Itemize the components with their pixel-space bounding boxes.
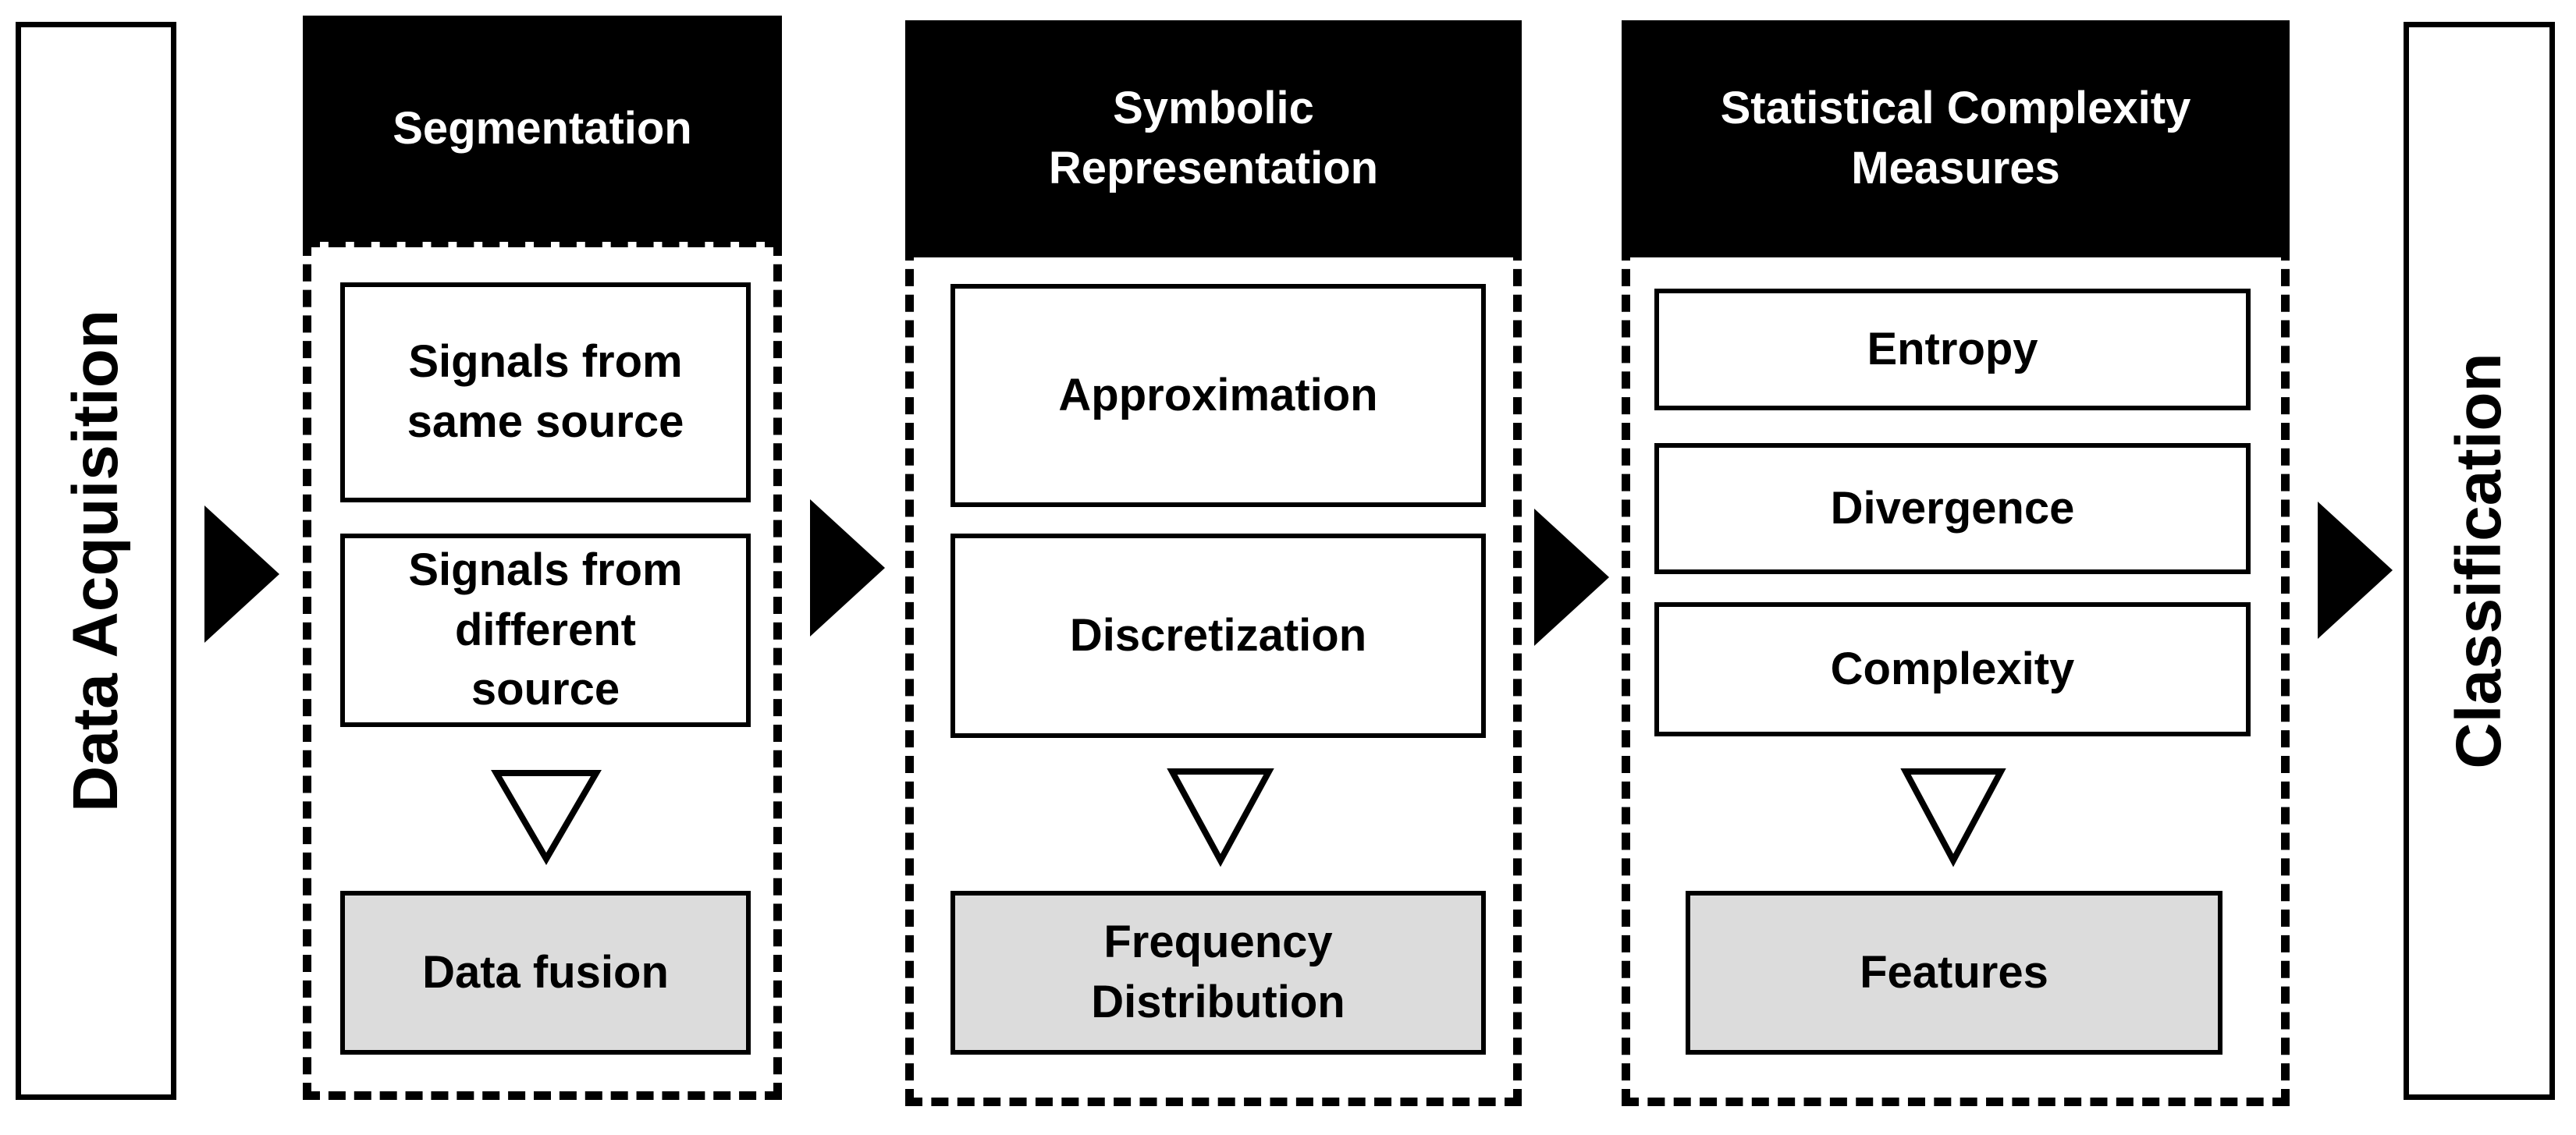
features-box: Features bbox=[1686, 891, 2222, 1055]
flow-arrow-2 bbox=[810, 499, 885, 637]
down-triangle-icon bbox=[1167, 768, 1274, 867]
data-acquisition-label: Data Acquisition bbox=[60, 310, 131, 812]
classification-box: Classification bbox=[2404, 22, 2555, 1100]
statistical-complexity-group bbox=[1622, 243, 2290, 1106]
symbolic-representation-group bbox=[905, 243, 1522, 1106]
frequency-distribution-box: Frequency Distribution bbox=[950, 891, 1486, 1055]
classification-label: Classification bbox=[2443, 353, 2514, 769]
data-fusion-box: Data fusion bbox=[340, 891, 751, 1055]
down-triangle-icon bbox=[491, 770, 602, 865]
complexity-box: Complexity bbox=[1654, 602, 2251, 736]
divergence-box: Divergence bbox=[1654, 443, 2251, 574]
entropy-box: Entropy bbox=[1654, 289, 2251, 410]
approximation-box: Approximation bbox=[950, 284, 1486, 507]
signals-same-source-box: Signals from same source bbox=[340, 282, 751, 502]
signals-different-source-box: Signals from different source bbox=[340, 534, 751, 727]
segmentation-group bbox=[303, 239, 782, 1100]
segmentation-header: Segmentation bbox=[303, 16, 782, 242]
flow-arrow-1 bbox=[204, 505, 279, 643]
flow-arrow-3 bbox=[1534, 509, 1609, 646]
discretization-box: Discretization bbox=[950, 534, 1486, 738]
data-acquisition-box: Data Acquisition bbox=[16, 22, 176, 1100]
down-triangle-icon bbox=[1900, 768, 2006, 867]
flow-arrow-4 bbox=[2318, 502, 2393, 639]
